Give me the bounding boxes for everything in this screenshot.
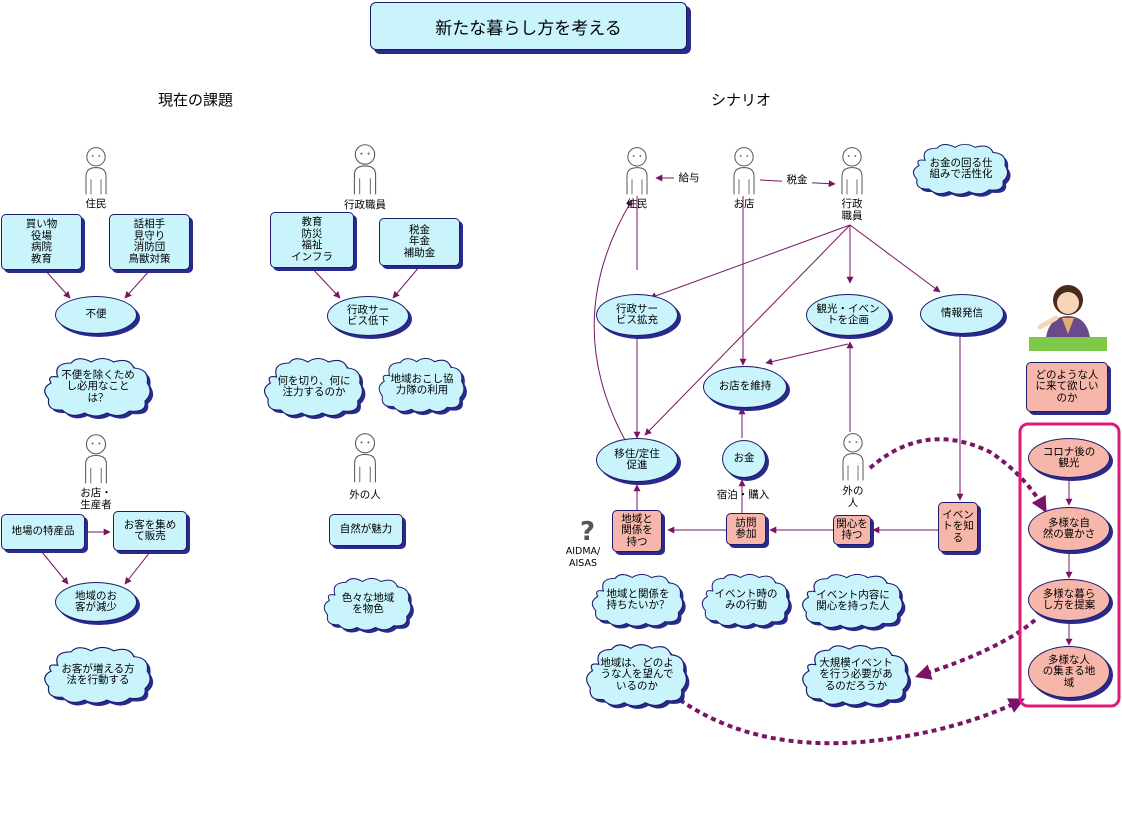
local-products-box: 地場の特産品 [1,514,85,550]
inconvenience-node: 不便 [55,296,137,334]
nature-attraction-box: 自然が魅力 [329,514,403,546]
resident-person-icon [85,147,107,195]
flow-lifestyle-proposal: 多様な暮ら し方を提案 [1028,579,1110,621]
woman-presenter-icon [1029,285,1107,351]
money-node: お金 [722,440,766,478]
shop-person-icon [84,434,108,484]
heading-current-issues: 現在の課題 [158,91,234,109]
scenario-staff-icon [841,147,863,195]
salary-label: 給与 [674,172,704,184]
relation-question-cloud: 地域と関係を 持ちたいか？ [606,587,670,611]
outsider-person-icon [354,433,376,483]
big-event-cloud: 大規模イベント を行う必要があ るのだろうか [819,656,893,692]
lodging-label: 宿泊・購入 [716,489,770,501]
event-know-box: イベン トを知 る [938,502,978,552]
desired-people-cloud: 地域は、どのよ うな人を望んで いるのか [600,656,674,692]
outsider-browse-cloud: 色々な地域 を物色 [341,591,395,615]
heading-scenario: シナリオ [711,91,772,109]
outsider-label: 外の人 [349,489,381,501]
resident-needs-box: 買い物 役場 病院 教育 [1,214,82,270]
scenario-outsider-label: 外の 人 [842,485,864,509]
staff-person-icon [353,144,377,195]
customer-sales-box: お客を集め て販売 [113,511,187,551]
migration-node: 移住/定住 促進 [596,438,678,482]
shop-label: お店・ 生産者 [80,487,112,511]
resident-label: 住民 [85,198,107,210]
interest-box: 関心を 持つ [833,515,871,545]
service-decline-node: 行政サー ビス低下 [327,296,409,336]
question-icon: ? [580,517,595,547]
staff-finance-box: 税金 年金 補助金 [379,218,460,266]
scenario-resident-icon [626,147,648,195]
scenario-resident-label: 住民 [626,198,648,210]
scenario-staff-label: 行政 職員 [841,198,863,222]
event-only-cloud: イベント時の みの行動 [714,587,778,611]
visit-box: 訪問 参加 [726,513,766,545]
tax-label: 税金 [782,174,812,186]
service-expansion-node: 行政サー ビス拡充 [596,294,678,336]
page-title: 新たな暮らし方を考える [370,2,687,50]
scenario-shop-icon [733,147,755,195]
tourism-planning-node: 観光・イベン トを企画 [806,294,890,336]
who-to-invite-box: どのような人 に来て欲しい のか [1026,362,1108,412]
money-circulation-cloud: お金の回る仕 組みで活性化 [929,156,993,180]
flow-nature-richness: 多様な自 然の豊かさ [1028,507,1110,551]
info-broadcast-node: 情報発信 [920,294,1004,334]
staff-services-box: 教育 防災 福祉 インフラ [270,212,354,268]
scenario-shop-label: お店 [733,198,755,210]
resident-question-cloud: 不便を除くため し必用なこと は？ [61,368,135,404]
interested-people-cloud: イベント内容に 関心を持った人 [816,588,890,612]
staff-cooperation-cloud: 地域おこし協 力隊の利用 [390,372,454,396]
flow-post-corona-tourism: コロナ後の 観光 [1028,438,1110,478]
flow-diverse-community: 多様な人 の集まる地 域 [1028,646,1110,698]
customer-decline-node: 地域のお 客が減少 [55,582,137,622]
highlight-frame [1018,422,1121,708]
resident-support-box: 話相手 見守り 消防団 鳥獣対策 [109,214,190,270]
shop-action-cloud: お客が増える方 法を行動する [61,662,135,686]
staff-label: 行政職員 [344,199,386,211]
staff-priority-cloud: 何を切り、何に 注力するのか [277,374,351,398]
aidma-label: AIDMA/ AISAS [565,546,601,569]
shop-maintain-node: お店を維持 [703,366,787,408]
relation-box: 地域と 関係を 持つ [612,510,662,552]
scenario-outsider-icon [842,433,864,481]
